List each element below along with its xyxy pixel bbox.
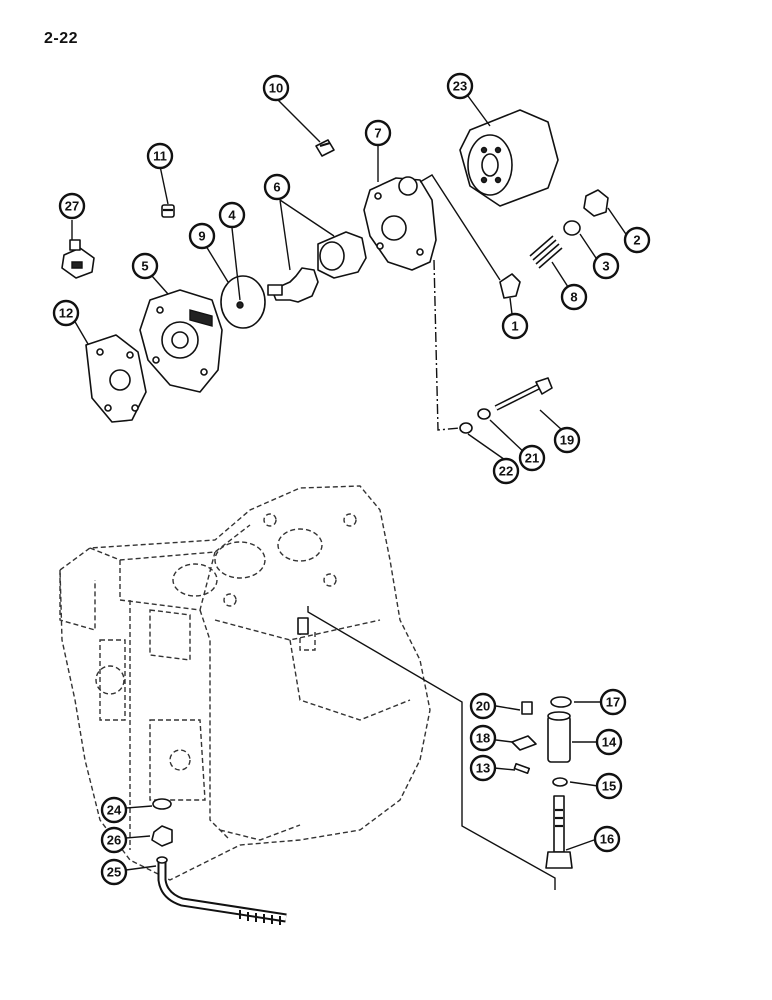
svg-text:17: 17 (606, 695, 620, 710)
nut-26 (151, 825, 173, 847)
svg-text:4: 4 (228, 208, 236, 223)
svg-text:27: 27 (65, 199, 79, 214)
oil-filter (459, 109, 559, 207)
callout-11: 11 (146, 142, 174, 170)
bolt-16 (545, 795, 573, 869)
assembly-lines (307, 174, 556, 890)
callout-21: 21 (518, 444, 546, 472)
block-fitting (297, 617, 309, 635)
callout-19: 19 (553, 426, 581, 454)
relief-valve (499, 273, 521, 299)
o-ring-17 (550, 696, 572, 708)
svg-text:26: 26 (107, 833, 121, 848)
svg-text:14: 14 (602, 735, 617, 750)
svg-text:22: 22 (499, 464, 513, 479)
clip (511, 735, 537, 751)
callout-10: 10 (262, 74, 290, 102)
relief-cap (583, 189, 609, 217)
gasket-plate (85, 334, 147, 423)
svg-text:3: 3 (602, 259, 609, 274)
adapter (547, 711, 571, 763)
set-screw (521, 701, 533, 715)
washer-24 (152, 798, 172, 810)
plug (315, 139, 335, 157)
callout-4: 4 (218, 201, 246, 229)
svg-text:12: 12 (59, 306, 73, 321)
svg-text:10: 10 (269, 81, 283, 96)
bolt-19 (494, 377, 553, 411)
leader-lines (71, 95, 631, 871)
svg-text:11: 11 (153, 149, 167, 164)
o-ring-15 (552, 777, 568, 787)
page-number: 2-22 (44, 30, 79, 47)
svg-text:25: 25 (107, 865, 121, 880)
callout-25: 25 (100, 858, 128, 886)
callout-16: 16 (593, 825, 621, 853)
svg-text:1: 1 (511, 319, 518, 334)
callout-18: 18 (469, 724, 497, 752)
svg-text:24: 24 (107, 803, 122, 818)
svg-text:6: 6 (273, 180, 280, 195)
svg-text:8: 8 (570, 290, 577, 305)
pin (513, 762, 531, 775)
o-ring (220, 275, 266, 329)
callout-5: 5 (131, 252, 159, 280)
rotor-set (267, 231, 367, 303)
svg-text:19: 19 (560, 433, 574, 448)
spring (529, 235, 563, 269)
callout-13: 13 (469, 754, 497, 782)
callout-22: 22 (492, 457, 520, 485)
callout-15: 15 (595, 772, 623, 800)
callout-23: 23 (446, 72, 474, 100)
callout-1: 1 (501, 312, 529, 340)
washer-21 (477, 408, 491, 420)
svg-text:21: 21 (525, 451, 539, 466)
svg-text:20: 20 (476, 699, 490, 714)
ball (236, 301, 244, 309)
callout-6: 6 (263, 173, 291, 201)
oil-pressure-switch (61, 239, 95, 279)
svg-text:5: 5 (141, 259, 148, 274)
callout-20: 20 (469, 692, 497, 720)
svg-text:15: 15 (602, 779, 616, 794)
svg-text:2: 2 (633, 233, 640, 248)
callout-17: 17 (599, 688, 627, 716)
callout-14: 14 (595, 728, 623, 756)
plug-small (161, 204, 175, 218)
callout-26: 26 (100, 826, 128, 854)
callout-3: 3 (592, 252, 620, 280)
callout-8: 8 (560, 283, 588, 311)
callout-27: 27 (58, 192, 86, 220)
callout-24: 24 (100, 796, 128, 824)
pump-housing (363, 176, 437, 271)
svg-text:13: 13 (476, 761, 490, 776)
svg-text:18: 18 (476, 731, 490, 746)
callout-12: 12 (52, 299, 80, 327)
washer-3 (563, 220, 581, 236)
tube-25 (156, 856, 287, 925)
callout-9: 9 (188, 222, 216, 250)
pump-body (139, 289, 223, 393)
svg-text:16: 16 (600, 832, 614, 847)
callout-7: 7 (364, 119, 392, 147)
washer-22 (459, 422, 473, 434)
svg-text:7: 7 (374, 126, 381, 141)
callout-2: 2 (623, 226, 651, 254)
svg-text:23: 23 (453, 79, 467, 94)
svg-text:9: 9 (198, 229, 205, 244)
